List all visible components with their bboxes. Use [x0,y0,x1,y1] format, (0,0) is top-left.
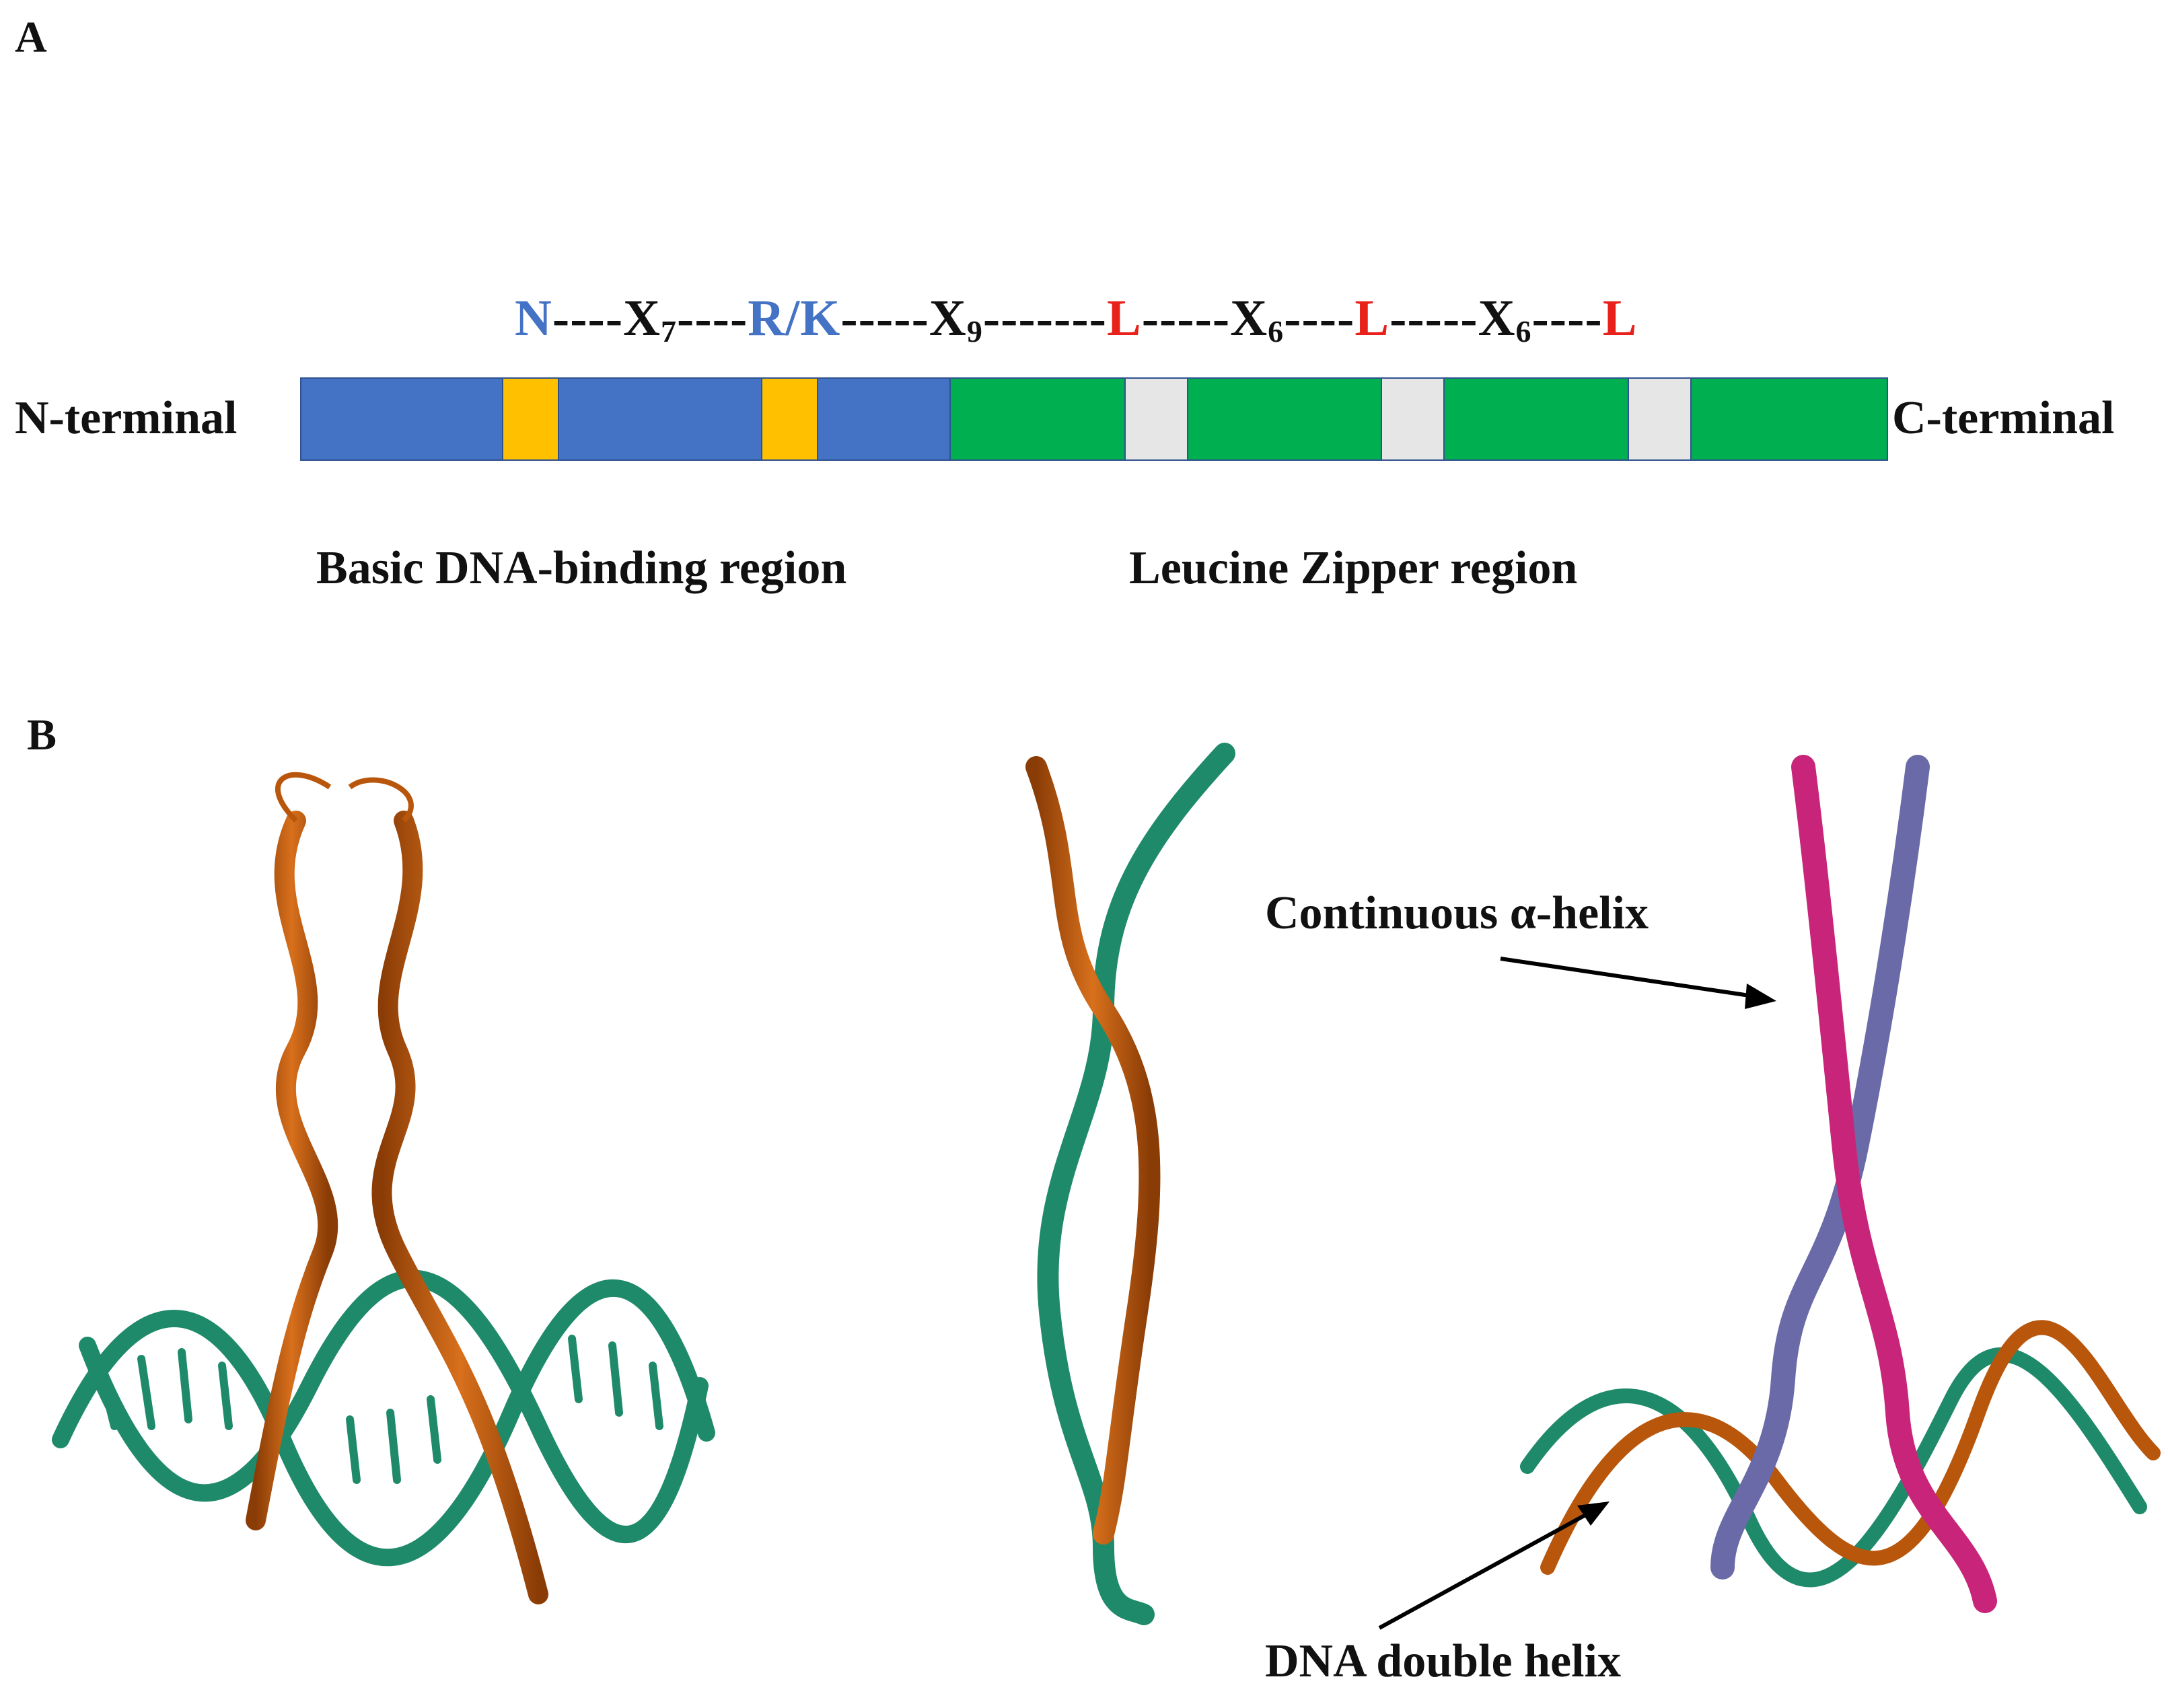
dna-helix-arrow [1378,1512,1589,1630]
c-terminal-label: C-terminal [1892,392,2115,444]
sequence-subscript: 6 [1268,314,1285,348]
n-terminal-label: N-terminal [15,392,238,444]
dna-double-helix-label: DNA double helix [1265,1635,1621,1687]
continuous-helix-arrow [1500,957,1750,998]
sequence-token: X [1478,290,1516,346]
asparagine-box [502,377,559,461]
sequence-token: ----- [840,290,929,346]
dna-orange-right [1540,1320,2161,1575]
dna-bases-left [97,1335,663,1484]
protein-helix-left [246,811,548,1604]
sequence-token: ----- [1141,290,1231,346]
magenta-helix-right [1791,755,1997,1613]
sequence-token: ---- [552,290,624,346]
loop-left [275,772,414,823]
sequence-token: ----- [1389,290,1478,346]
basic-region-label: Basic DNA-binding region [316,542,847,594]
structure-left [52,772,715,1604]
panel-a-label: A [15,13,47,62]
sequence-token: ---- [1531,290,1603,346]
arginine-lysine-box [761,377,818,461]
sequence-token: L [1106,290,1142,346]
structure-middle [1025,743,1235,1625]
leucine-box-2 [1381,377,1445,461]
sequence-token: L [1354,290,1390,346]
sequence-subscript: 6 [1515,314,1532,348]
structure-right [1520,755,2161,1613]
leucine-box-3 [1628,377,1692,461]
sequence-subscript: 7 [661,314,678,348]
sequence-token: X [623,290,661,346]
sequence-token: R/K [748,290,841,346]
teal-strand-middle [1037,743,1235,1625]
dna-helix-left [52,1269,715,1567]
sequence-token: X [929,290,967,346]
sequence-subscript: 9 [966,314,983,348]
sequence-token: ---- [677,290,748,346]
orange-strand-middle [1025,756,1161,1545]
leucine-box-1 [1124,377,1188,461]
sequence-token: ------- [982,290,1107,346]
slate-helix-right [1710,755,1930,1580]
annotation-arrows [1378,957,1776,1630]
sequence-token: N [515,290,552,346]
domain-bar [300,377,1888,461]
zipper-region-label: Leucine Zipper region [1129,542,1578,594]
sequence-token: X [1230,290,1268,346]
panel-b-label: B [27,710,57,759]
continuous-helix-label: Continuous α-helix [1265,887,1649,939]
sequence-token: ---- [1284,290,1355,346]
motif-sequence: N----X7----R/K-----X9-------L-----X6----… [515,289,1637,348]
sequence-token: L [1602,290,1638,346]
basic-region-segment [300,377,951,461]
